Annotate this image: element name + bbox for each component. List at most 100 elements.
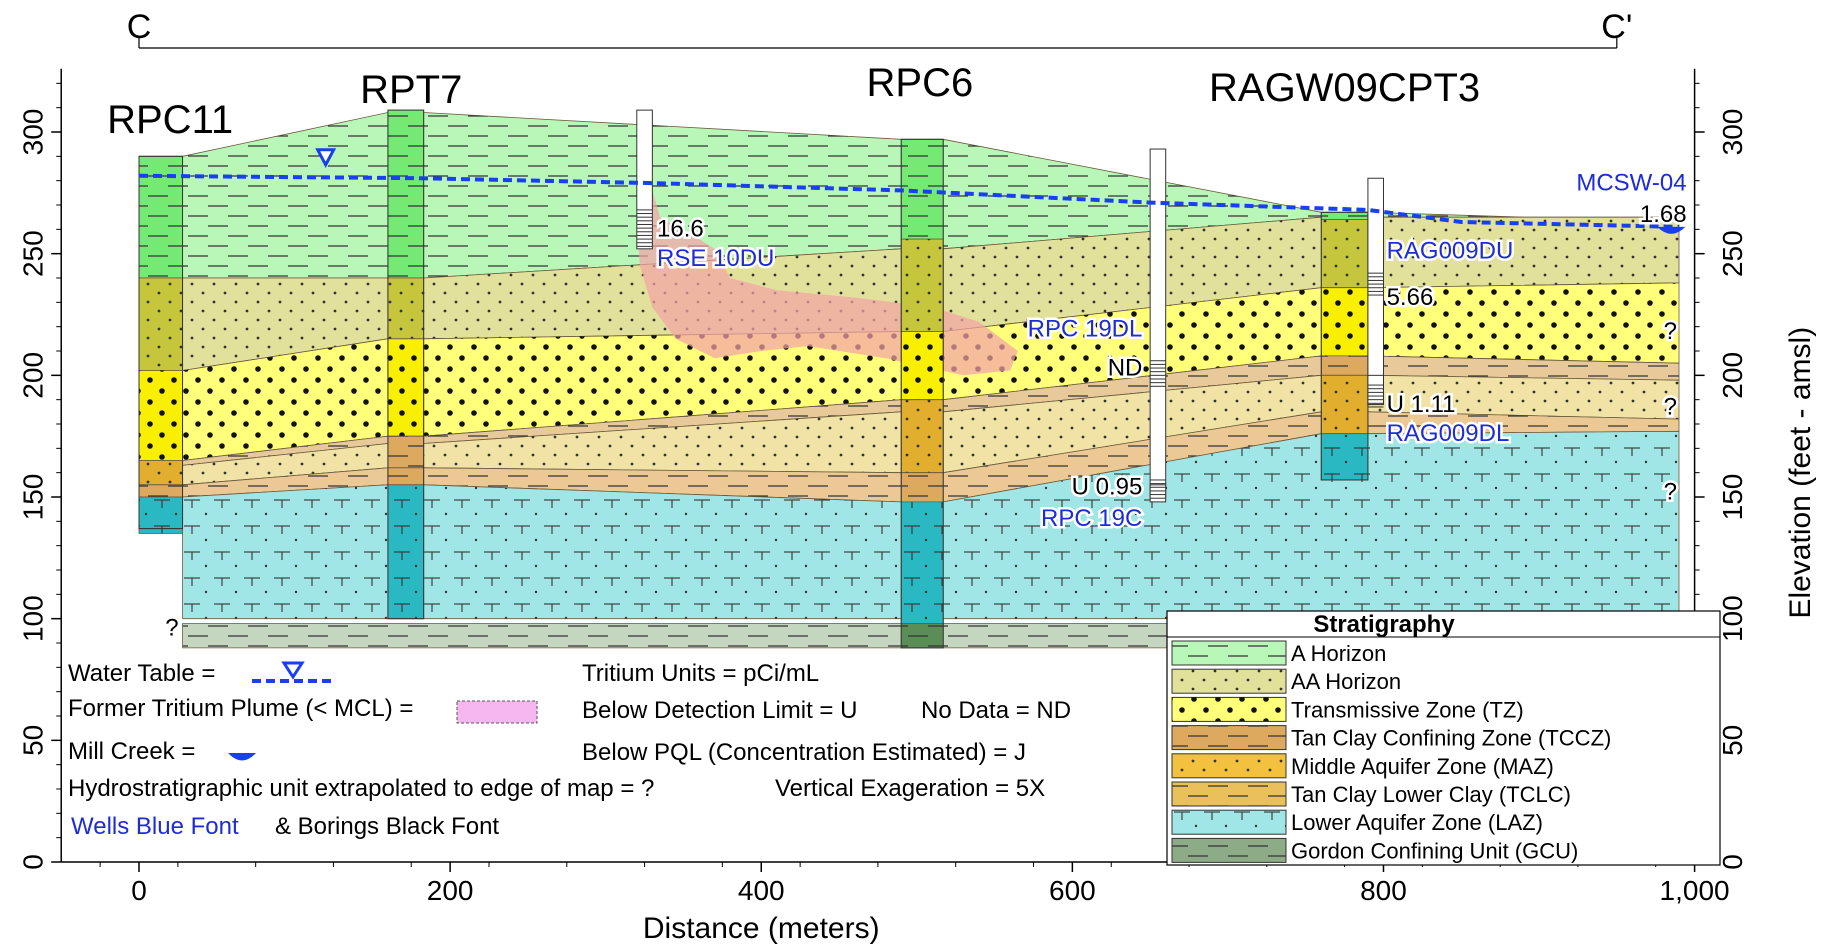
y-tick-label-right: 100 <box>1717 595 1748 642</box>
extrapolated-mark: ? <box>165 615 178 642</box>
ragw09cpt3-column-seg-2-pattern <box>1321 287 1368 356</box>
note-mill-creek-icon <box>228 753 256 761</box>
extrapolated-mark: ? <box>1664 393 1677 420</box>
rag009dl-name: RAG009DL <box>1387 420 1510 447</box>
y-tick-label-left: 300 <box>18 109 49 156</box>
legend-item-label: Transmissive Zone (TZ) <box>1291 697 1524 722</box>
rpc19c-screen-casing <box>1149 484 1167 503</box>
mcsw04-name: MCSW-04 <box>1576 169 1686 196</box>
mill-creek-icon <box>1657 226 1686 234</box>
rpc6-column-seg-5-pattern <box>901 501 944 624</box>
rpc6-column-seg-2-pattern <box>901 331 944 400</box>
ragw09cpt3-column-seg-0-pattern <box>1321 212 1368 220</box>
legend-swatch-pattern <box>1172 782 1286 806</box>
well-screens <box>636 109 1384 503</box>
note-vertical-exag: Vertical Exageration = 5X <box>775 775 1045 802</box>
rag009du-value: 5.66 <box>1387 284 1434 311</box>
rpc11-column-seg-0-pattern <box>139 156 183 278</box>
y-tick-label-left: 100 <box>18 595 49 642</box>
rse10du-value: 16.6 <box>657 216 704 243</box>
legend-item-label: Gordon Confining Unit (GCU) <box>1291 838 1578 863</box>
ragw09cpt3-column-seg-4-pattern <box>1321 375 1368 434</box>
rpt7-column-seg-1-pattern <box>387 278 424 339</box>
y-tick-label-right: 200 <box>1717 352 1748 399</box>
x-tick-label: 800 <box>1360 875 1407 906</box>
y-tick-label-right: 50 <box>1717 725 1748 756</box>
note-no-data: No Data = ND <box>921 697 1071 724</box>
y-tick-label-left: 250 <box>18 230 49 277</box>
x-tick-label: 400 <box>738 875 785 906</box>
rpc19c-name: RPC 19C <box>1041 505 1142 532</box>
legend-item-label: Tan Clay Confining Zone (TCCZ) <box>1291 726 1611 751</box>
y-tick-label-left: 150 <box>18 474 49 521</box>
x-tick-label: 200 <box>427 875 474 906</box>
y-tick-label-left: 50 <box>18 725 49 756</box>
mcsw04-value: 1.68 <box>1640 201 1687 228</box>
x-tick-label: 1,000 <box>1660 875 1730 906</box>
y-axis-title: Elevation (feet - amsl) <box>1784 327 1817 619</box>
layer-tclc-pattern <box>139 411 1679 502</box>
legend-title: Stratigraphy <box>1313 611 1455 638</box>
rag009du-name: RAG009DU <box>1387 238 1514 265</box>
boring-label-rpc11: RPC11 <box>107 98 233 142</box>
legend-item-label: AA Horizon <box>1291 669 1401 694</box>
section-start-label: C <box>127 8 152 46</box>
note-tritium-units: Tritium Units = pCi/mL <box>582 660 819 687</box>
water-table-line <box>138 173 1680 229</box>
rpt7-column-seg-4-pattern <box>387 467 424 485</box>
x-axis-title: Distance (meters) <box>643 912 880 945</box>
x-tick-label: 0 <box>131 875 147 906</box>
ragw09cpt3-column-seg-5-pattern <box>1321 433 1368 480</box>
extrapolated-mark: ? <box>1664 318 1677 345</box>
extrapolated-mark: ? <box>1664 478 1677 505</box>
rpc11-column-outline <box>138 155 184 530</box>
rpc6-column-outline <box>900 138 944 649</box>
rpc11-column-seg-1-pattern <box>139 278 183 371</box>
y-tick-label-right: 250 <box>1717 230 1748 277</box>
rpt7-column-outline <box>387 109 425 620</box>
water-table-layer <box>138 148 1686 234</box>
rpc11-column-seg-2-pattern <box>139 370 183 461</box>
rse10du-name: RSE 10DU <box>657 245 774 272</box>
rpt7-column-seg-2-pattern <box>387 338 424 437</box>
boring-columns <box>138 109 1369 649</box>
note-wells-blue: Wells Blue Font <box>71 813 239 840</box>
rag009dl-value: U 1.11 <box>1387 391 1456 418</box>
note-plume-swatch <box>456 700 538 724</box>
rag009dl-screen-casing <box>1367 374 1384 406</box>
note-water-table-marker-icon <box>281 661 305 680</box>
rpc11-column-seg-4-pattern <box>139 484 183 497</box>
rpt7-column-seg-0-pattern <box>387 110 424 278</box>
x-tick-label: 600 <box>1049 875 1096 906</box>
water-table-marker-icon <box>315 148 337 168</box>
rpc6-column-seg-3-pattern <box>901 399 944 473</box>
y-tick-label-right: 0 <box>1717 854 1748 870</box>
legend-swatch-pattern <box>1172 641 1286 665</box>
note-below-pql: Below PQL (Concentration Estimated) = J <box>582 739 1026 766</box>
legend-swatch-pattern <box>1172 810 1286 835</box>
boring-label-ragw09cpt3: RAGW09CPT3 <box>1209 66 1480 110</box>
legend-swatch-pattern <box>1172 697 1286 722</box>
y-tick-label-right: 300 <box>1717 109 1748 156</box>
note-former-plume: Former Tritium Plume (< MCL) = <box>68 695 413 722</box>
legend-swatch-pattern <box>1172 753 1286 778</box>
boring-label-rpc6: RPC6 <box>867 61 974 105</box>
rpc11-column-seg-3-pattern <box>139 460 183 485</box>
note-borings-black: & Borings Black Font <box>275 813 499 840</box>
y-tick-label-left: 0 <box>18 854 49 870</box>
y-tick-label-right: 150 <box>1717 474 1748 521</box>
rpc19dl-name: RPC 19DL <box>1028 315 1143 342</box>
rpc6-column-seg-6-pattern <box>901 623 944 648</box>
boring-label-rpt7: RPT7 <box>360 68 462 112</box>
rpt7-column-seg-3-pattern <box>387 436 424 468</box>
legend-item-label: Middle Aquifer Zone (MAZ) <box>1291 754 1554 779</box>
y-tick-label-left: 200 <box>18 352 49 399</box>
notes: Water Table = Former Tritium Plume (< MCL… <box>68 660 1071 840</box>
ragw09cpt3-column-seg-3-pattern <box>1321 355 1368 376</box>
legend-item-label: Lower Aquifer Zone (LAZ) <box>1291 810 1543 835</box>
note-water-table: Water Table = <box>68 660 215 687</box>
